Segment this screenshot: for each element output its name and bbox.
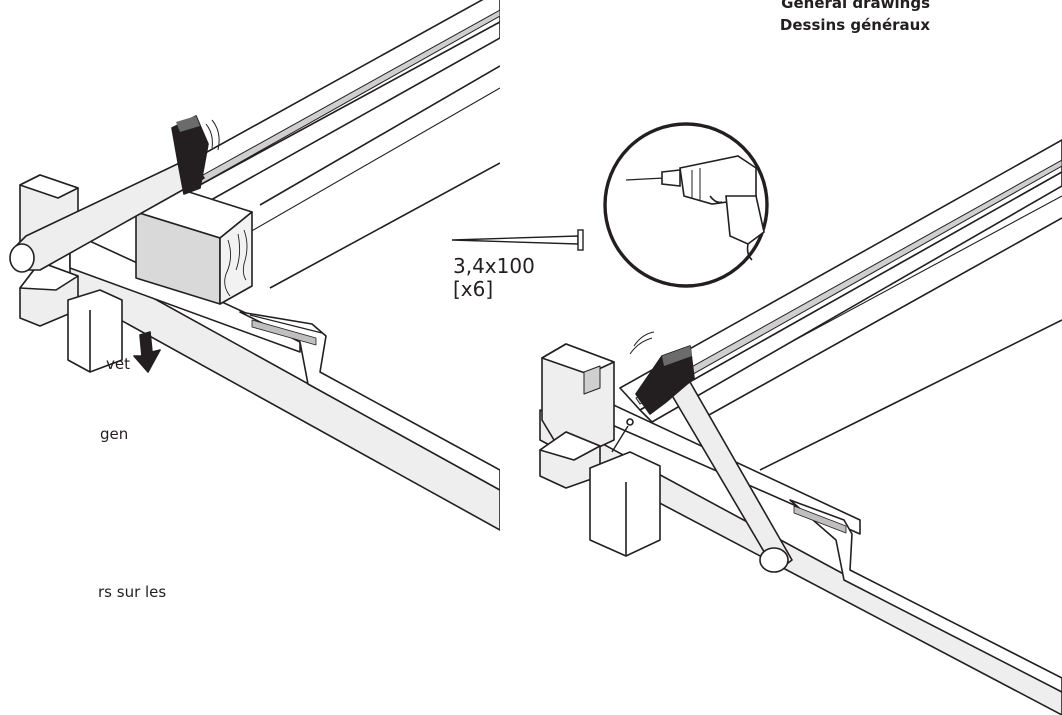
right-end-block xyxy=(539,343,661,557)
down-arrow-icon xyxy=(133,331,161,373)
section-header: General drawings Dessins généraux xyxy=(780,0,930,36)
cropped-caption-line-3: rs sur les xyxy=(98,583,167,601)
hammer-icon xyxy=(629,331,793,573)
nail-spec-label: 3,4x100 [x6] xyxy=(453,255,535,301)
right-back-rail xyxy=(619,139,1062,423)
nail-size: 3,4x100 xyxy=(453,254,535,278)
left-floor-lines xyxy=(221,65,500,289)
cropped-caption-line-2: gen xyxy=(100,425,129,443)
cropped-caption-line-1: vet xyxy=(106,355,130,373)
header-title-en: General drawings xyxy=(781,0,930,12)
driven-nail-icon xyxy=(611,418,634,453)
left-front-beam xyxy=(69,231,500,531)
right-scene xyxy=(539,139,1062,715)
left-back-rail xyxy=(159,0,500,215)
drill-icon xyxy=(603,122,769,288)
left-scene xyxy=(9,0,500,531)
nail-icon xyxy=(451,229,584,251)
hammer-icon xyxy=(9,115,220,273)
nail-quantity: [x6] xyxy=(453,277,494,301)
header-title-fr: Dessins généraux xyxy=(779,16,930,34)
